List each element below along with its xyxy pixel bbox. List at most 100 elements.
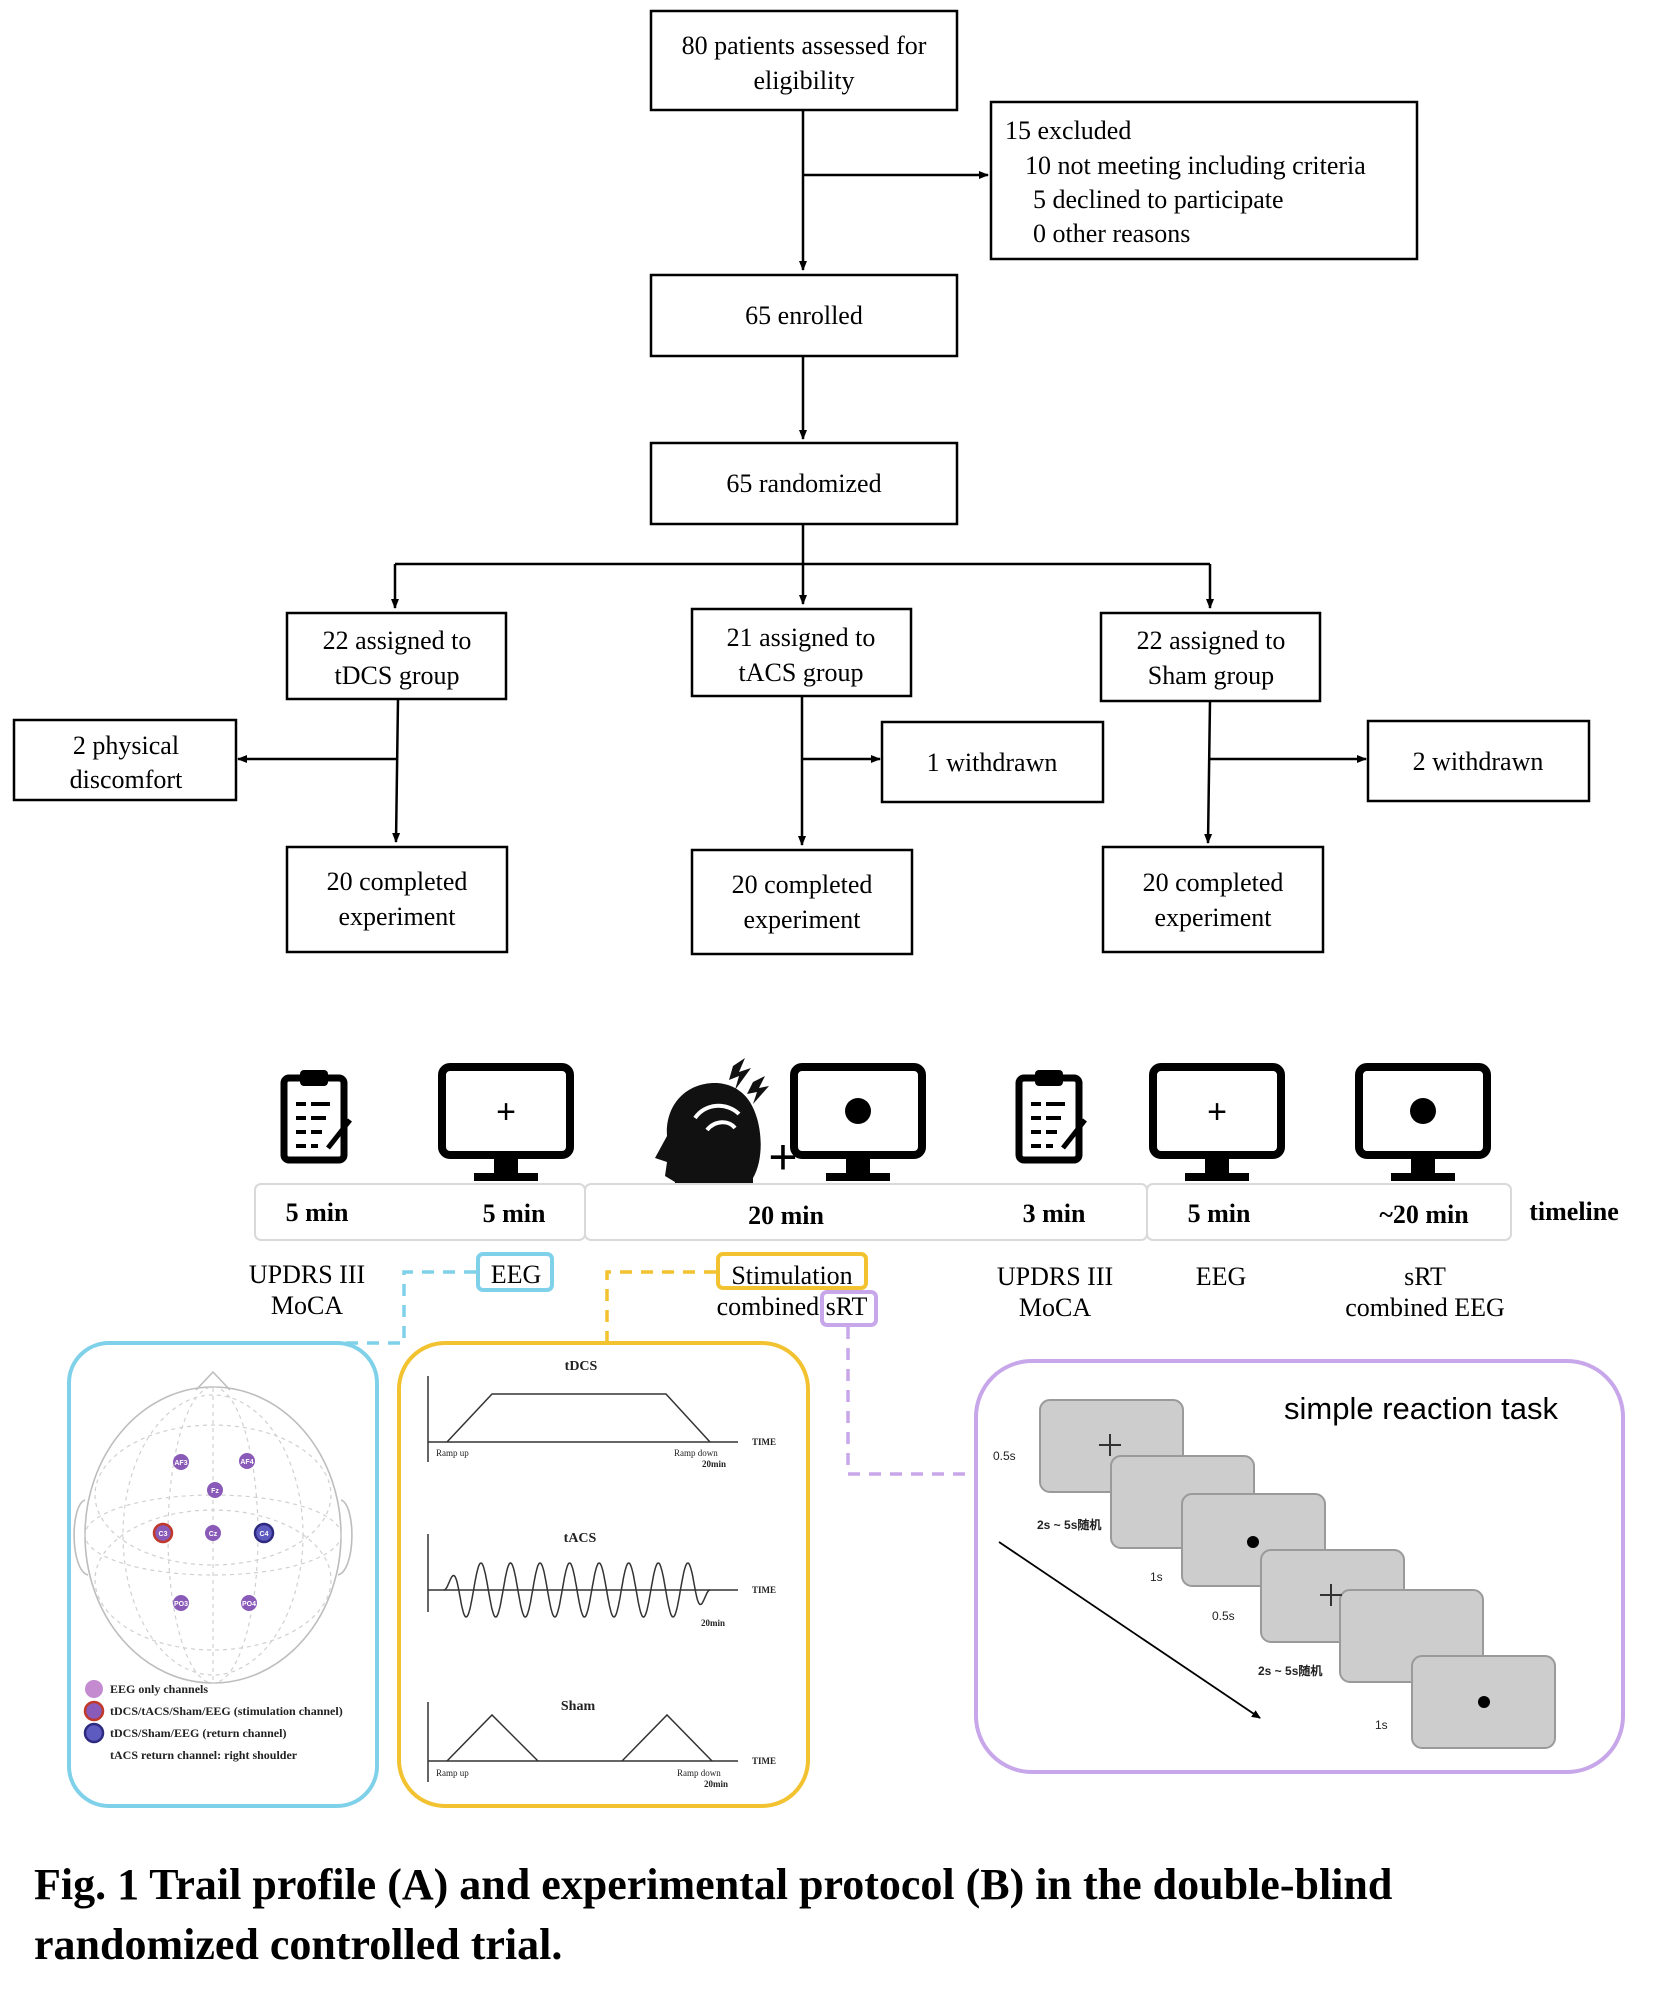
- sham-completed-line-2: experiment: [1155, 903, 1273, 932]
- step-eeg-1: EEG: [491, 1260, 542, 1289]
- excluded-line-1: 15 excluded: [1005, 116, 1131, 145]
- tacs-waveform: [443, 1562, 711, 1618]
- caption-line-1: Fig. 1 Trail profile (A) and experimenta…: [34, 1860, 1393, 1909]
- simple-reaction-task-panel: simple reaction task 0.5s 2s ~ 5s随机 1s 0…: [974, 1359, 1625, 1774]
- timing-target-2: 1s: [1375, 1718, 1388, 1732]
- waveform-title-sham: Sham: [561, 1699, 596, 1714]
- sham-dropout-box: [1366, 719, 1591, 803]
- svg-text:AF3: AF3: [174, 1460, 187, 1467]
- tdcs-completed-line-1: 20 completed: [327, 867, 468, 896]
- electrode-c4: C4: [253, 1522, 275, 1544]
- timing-interval-1: 2s ~ 5s随机: [1037, 1517, 1101, 1532]
- clipboard-icon: [280, 1070, 352, 1164]
- legend-return: tDCS/Sham/EEG (return channel): [110, 1726, 286, 1740]
- step-updrs-2: UPDRS III: [997, 1262, 1113, 1291]
- randomized-text: 65 randomized: [726, 469, 881, 498]
- caption-line-2: randomized controlled trial.: [34, 1920, 563, 1969]
- tdcs-ramp-up: Ramp up: [436, 1448, 469, 1458]
- consort-flowchart: 80 patients assessed for eligibility 65 …: [12, 9, 1591, 956]
- timeline-label: timeline: [1529, 1197, 1619, 1226]
- tacs-dropout-text: 1 withdrawn: [927, 748, 1058, 777]
- electrode-fz: Fz: [207, 1482, 223, 1498]
- step-stimulation: Stimulation: [731, 1261, 852, 1290]
- sham-ramp-down: Ramp down: [677, 1768, 721, 1778]
- flow-connectors: [237, 110, 1367, 846]
- step-eeg-2: EEG: [1196, 1262, 1247, 1291]
- time-arrow: [998, 1541, 1261, 1719]
- srt-connector: [846, 1327, 972, 1476]
- duration-updrs-2: 3 min: [1023, 1199, 1086, 1228]
- stimulation-connector: [605, 1270, 716, 1342]
- sham-assigned-box: [1099, 611, 1322, 703]
- svg-text:C3: C3: [159, 1531, 168, 1538]
- tdcs-dropout-line-1: 2 physical: [73, 731, 179, 760]
- waveform-title-tdcs: tDCS: [565, 1359, 598, 1374]
- excluded-line-3: 5 declined to participate: [1033, 185, 1284, 214]
- svg-text:PO3: PO3: [174, 1601, 188, 1608]
- timing-target-1: 1s: [1150, 1570, 1163, 1584]
- duration-updrs-1: 5 min: [286, 1198, 349, 1227]
- tacs-assigned-line-2: tACS group: [739, 658, 864, 687]
- tacs-assigned-line-1: 21 assigned to: [727, 623, 876, 652]
- step-combined-eeg: combined EEG: [1345, 1293, 1505, 1322]
- tdcs-assigned-line-2: tDCS group: [335, 661, 460, 690]
- tdcs-ramp-down: Ramp down: [674, 1448, 718, 1458]
- monitor-dot-icon: [790, 1063, 926, 1181]
- electrode-po3: PO3: [173, 1595, 189, 1611]
- enrolled-box: [649, 273, 959, 358]
- sham-ramp-2: [621, 1713, 713, 1762]
- sham-duration: 20min: [704, 1779, 728, 1789]
- monitor-cross-icon: +: [1149, 1063, 1285, 1181]
- tacs-completed-box: [690, 848, 914, 956]
- fixation-cross-glyph: +: [1207, 1093, 1227, 1131]
- svg-text:Fz: Fz: [211, 1488, 219, 1495]
- sham-assigned-line-1: 22 assigned to: [1137, 626, 1286, 655]
- randomized-box: [649, 441, 959, 526]
- svg-text:Cz: Cz: [209, 1531, 218, 1538]
- tdcs-dropout-line-2: discomfort: [70, 765, 183, 794]
- sham-dropout-text: 2 withdrawn: [1413, 747, 1544, 776]
- legend-eeg-only-swatch: [85, 1680, 103, 1698]
- sham-time-label: TIME: [752, 1756, 776, 1766]
- figure-caption: Fig. 1 Trail profile (A) and experimenta…: [34, 1855, 1654, 1975]
- monitor-dot-icon: [1355, 1063, 1491, 1181]
- sham-assigned-line-2: Sham group: [1148, 661, 1274, 690]
- timing-fixation-1: 0.5s: [993, 1449, 1016, 1463]
- sham-completed-box: [1101, 845, 1325, 954]
- svg-text:AF4: AF4: [240, 1459, 253, 1466]
- electrode-af3: AF3: [173, 1454, 189, 1470]
- excluded-line-2: 10 not meeting including criteria: [1025, 151, 1366, 180]
- legend-tacs-return: tACS return channel: right shoulder: [110, 1748, 298, 1762]
- tdcs-duration: 20min: [702, 1459, 726, 1469]
- timing-interval-2: 2s ~ 5s随机: [1258, 1663, 1322, 1678]
- step-moca-2: MoCA: [1019, 1293, 1091, 1322]
- step-combined-srt: combined sRT: [717, 1292, 868, 1321]
- legend-stimulation-swatch: [83, 1700, 105, 1722]
- tdcs-completed-box: [285, 845, 509, 954]
- duration-eeg-2: 5 min: [1188, 1199, 1251, 1228]
- legend-eeg-only: EEG only channels: [110, 1682, 208, 1696]
- svg-text:C4: C4: [260, 1531, 269, 1538]
- excluded-line-4: 0 other reasons: [1033, 219, 1190, 248]
- tacs-dropout-box: [880, 720, 1105, 804]
- tdcs-assigned-box: [285, 611, 508, 701]
- srt-highlight: [820, 1290, 878, 1327]
- tdcs-assigned-line-1: 22 assigned to: [323, 626, 472, 655]
- sham-ramp-1: [446, 1713, 539, 1762]
- protocol-timeline: + + +: [249, 1058, 1619, 1476]
- enrolled-text: 65 enrolled: [745, 301, 863, 330]
- tacs-time-label: TIME: [752, 1585, 776, 1595]
- electrode-cz: Cz: [205, 1525, 221, 1541]
- sham-completed-line-1: 20 completed: [1143, 868, 1284, 897]
- eeg-highlight: [476, 1252, 554, 1292]
- assessed-line-1: 80 patients assessed for: [682, 31, 927, 60]
- duration-srt: ~20 min: [1379, 1200, 1469, 1229]
- assessed-box: [649, 9, 959, 112]
- timeline-segment-post: [1146, 1183, 1512, 1241]
- stimulation-waveform-panel: tDCS tACS Sham Ramp up Ramp down Ramp up…: [397, 1341, 810, 1808]
- step-moca-1: MoCA: [271, 1291, 343, 1320]
- waveform-title-tacs: tACS: [564, 1531, 597, 1546]
- step-updrs-1: UPDRS III: [249, 1260, 365, 1289]
- eeg-connector: [330, 1270, 476, 1345]
